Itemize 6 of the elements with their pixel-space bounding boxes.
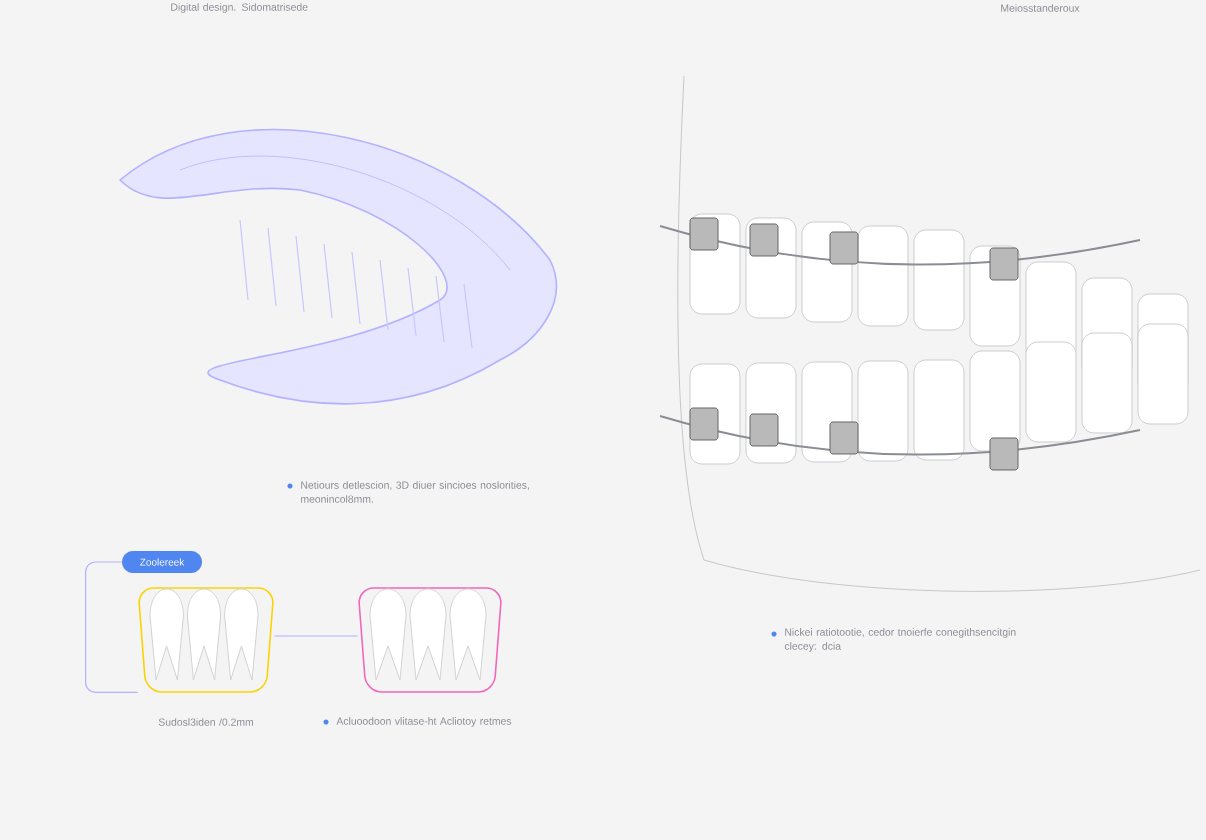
braces-drawing	[659, 75, 1201, 592]
mouthguard-drawing	[119, 128, 558, 405]
teeth-drawing	[358, 587, 502, 693]
connector-line	[273, 635, 359, 637]
teeth-drawing	[138, 587, 274, 693]
connector-line	[85, 561, 139, 693]
